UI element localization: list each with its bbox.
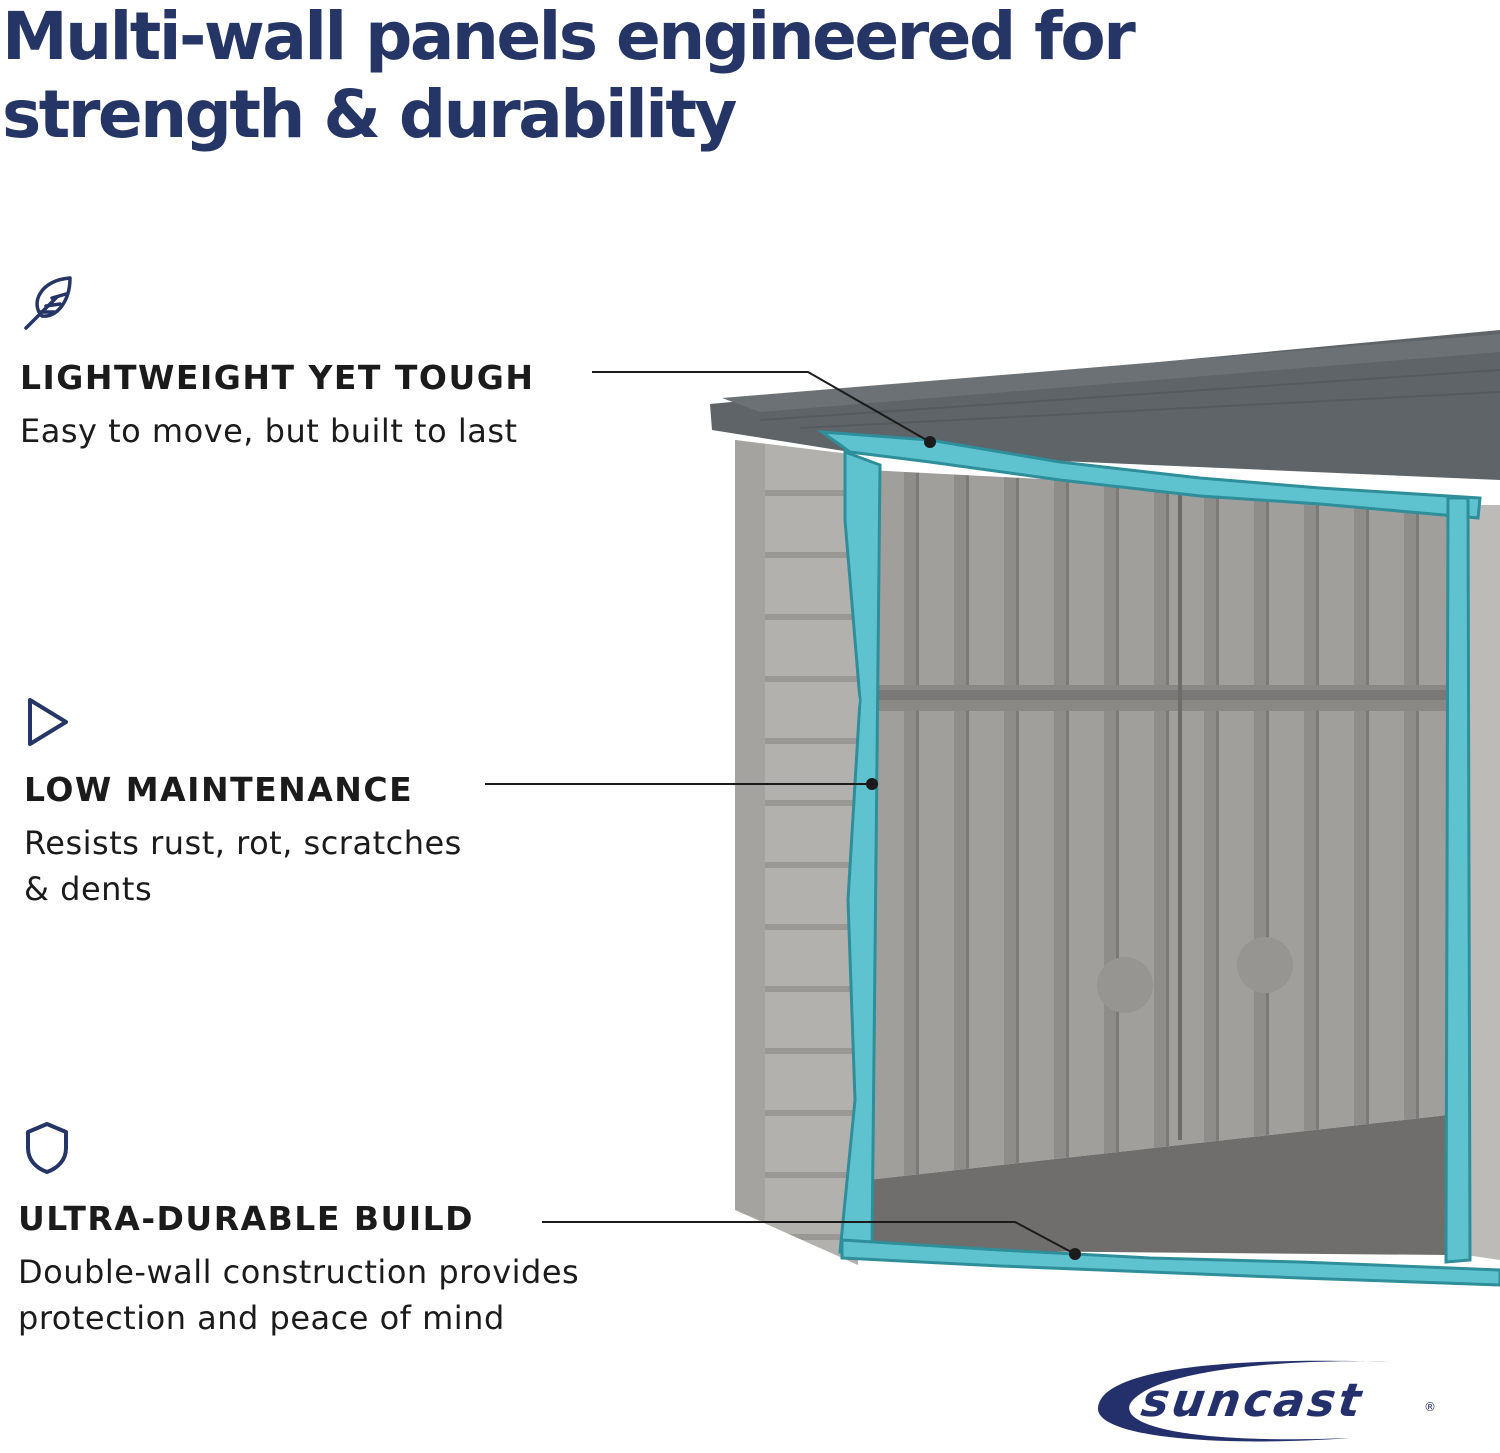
feature-desc-maintenance: Resists rust, rot, scratches & dents [24,824,462,908]
feature-desc-lightweight: Easy to move, but built to last [20,412,518,450]
floor-panel-section [840,1238,1500,1287]
headline-line-1: Multi-wall panels engineered for [2,0,1136,75]
right-wall-panel-section [1444,496,1472,1264]
shed-floor [868,1115,1448,1255]
feather-icon [24,276,72,330]
registered-mark: ® [1424,1400,1436,1414]
shed-side-wall [735,440,858,1265]
callout-dot-maintenance [866,778,878,790]
callout-line-durable [542,1221,1076,1255]
side-wall-panel-section [838,449,882,1254]
triangle-play-icon [28,698,68,746]
headline-line-2: strength & durability [2,76,737,153]
shield-icon [26,1122,68,1174]
callout-dot-durable [1069,1248,1081,1260]
shed-interior-wall [868,470,1448,1180]
suncast-logo-text: suncast [1138,1373,1368,1427]
feature-desc-durable: Double-wall construction provides protec… [18,1253,580,1337]
feature-title-durable: ULTRA-DURABLE BUILD [18,1199,475,1238]
shed-roof-top [722,334,1500,412]
callout-dot-lightweight [924,436,936,448]
feature-title-maintenance: LOW MAINTENANCE [24,770,414,809]
feature-title-lightweight: LIGHTWEIGHT YET TOUGH [20,358,535,397]
callout-line-lightweight [592,371,931,443]
shed-roof [710,330,1500,480]
roof-panel-section [816,430,1482,520]
page-headline: Multi-wall panels engineered for strengt… [2,0,1302,154]
